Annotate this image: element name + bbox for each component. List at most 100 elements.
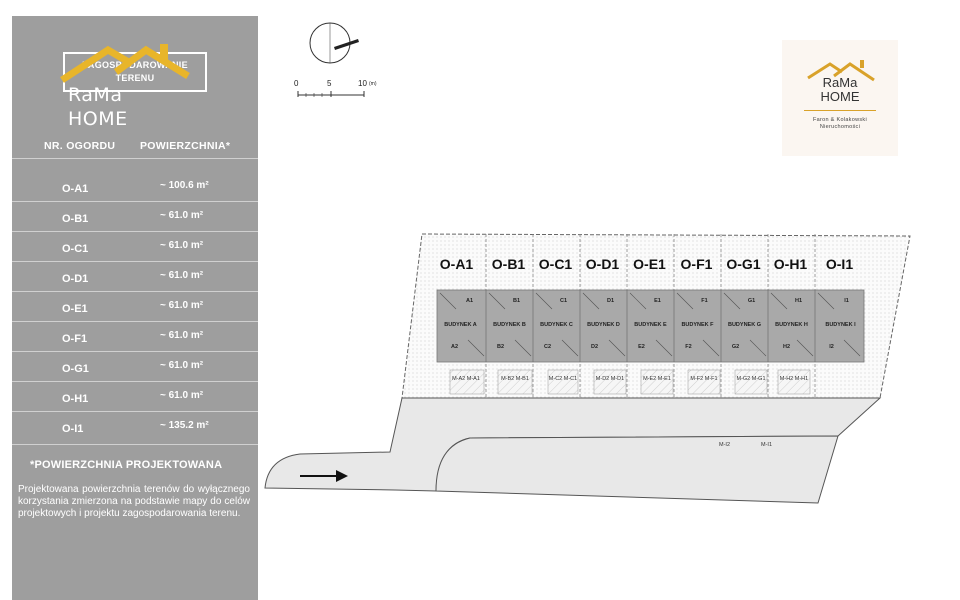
plot-label: O-F1 bbox=[680, 256, 713, 272]
plot-label: O-C1 bbox=[538, 256, 573, 272]
column-header-area: POWIERZCHNIA* bbox=[140, 140, 231, 152]
parking-label: M-E2 M-E1 bbox=[643, 376, 671, 382]
unit-label: G2 bbox=[731, 344, 740, 350]
garden-number: O-G1 bbox=[62, 363, 89, 375]
logo-title: RaMa HOME bbox=[782, 76, 898, 104]
garden-number: O-D1 bbox=[62, 273, 89, 285]
building-label: BUDYNEK E bbox=[634, 322, 667, 328]
note-title: *POWIERZCHNIA PROJEKTOWANA bbox=[30, 459, 223, 471]
building-label: BUDYNEK C bbox=[540, 322, 573, 328]
logo-word-rama: RaMa bbox=[68, 84, 123, 106]
unit-label: C1 bbox=[559, 298, 568, 304]
garden-number: O-B1 bbox=[62, 213, 89, 225]
unit-label: E1 bbox=[654, 298, 661, 304]
table-row: O-C1 ~ 61.0 m² bbox=[12, 232, 258, 262]
unit-label: H1 bbox=[794, 298, 803, 304]
unit-label: G1 bbox=[747, 298, 756, 304]
plot-label: O-G1 bbox=[726, 256, 761, 272]
unit-label: I2 bbox=[829, 344, 834, 350]
table-row: O-D1 ~ 61.0 m² bbox=[12, 262, 258, 292]
building-label: BUDYNEK F bbox=[681, 322, 714, 328]
parking-label: M-I2 bbox=[719, 442, 730, 448]
logo-subtitle: Faron & Kolakowski Nieruchomości bbox=[782, 117, 898, 131]
table-row: O-G1 ~ 61.0 m² bbox=[12, 352, 258, 382]
site-plan-title-box: ZAGOSPODAROWANIE TERENU bbox=[63, 52, 207, 92]
garden-number: O-A1 bbox=[62, 183, 89, 195]
logo-subtitle-names: Faron & Kolakowski bbox=[812, 117, 867, 123]
scale-unit: (m) bbox=[369, 81, 377, 87]
scale-tick-5: 5 bbox=[327, 79, 332, 88]
table-row: O-A1 ~ 100.6 m² bbox=[12, 172, 258, 202]
logo-subtitle-agency: Nieruchomości bbox=[819, 124, 861, 130]
logo-wordmark: RaMa HOME bbox=[68, 83, 128, 131]
north-arrow-icon bbox=[309, 22, 359, 64]
buildings-block bbox=[436, 289, 865, 363]
unit-label: A2 bbox=[450, 344, 459, 350]
table-row: O-H1 ~ 61.0 m² bbox=[12, 382, 258, 412]
plot-label: O-D1 bbox=[585, 256, 620, 272]
plot-label: O-B1 bbox=[491, 256, 526, 272]
table-row: O-E1 ~ 61.0 m² bbox=[12, 292, 258, 322]
parking-label: M-A2 M-A1 bbox=[452, 376, 480, 382]
unit-label: B1 bbox=[512, 298, 521, 304]
plot-label: O-E1 bbox=[633, 256, 666, 272]
garden-number: O-C1 bbox=[62, 243, 89, 255]
garden-area: ~ 61.0 m² bbox=[160, 240, 204, 251]
garden-number: O-F1 bbox=[62, 333, 88, 345]
scale-tick-0: 0 bbox=[294, 79, 299, 88]
site-plan-title: ZAGOSPODAROWANIE TERENU bbox=[82, 60, 188, 83]
building-label: BUDYNEK G bbox=[727, 322, 761, 328]
plot-label: O-H1 bbox=[773, 256, 808, 272]
garden-number: O-H1 bbox=[62, 393, 89, 405]
plot-label: O-I1 bbox=[825, 256, 854, 272]
table-row: O-F1 ~ 61.0 m² bbox=[12, 322, 258, 352]
unit-label: F2 bbox=[685, 344, 692, 350]
building-label: BUDYNEK B bbox=[493, 322, 526, 328]
logo-title-rama: RaMa bbox=[822, 75, 858, 90]
garden-number: O-E1 bbox=[62, 303, 88, 315]
scale-tick-10: 10 bbox=[358, 79, 367, 88]
sidebar-legend: ZAGOSPODAROWANIE TERENU RaMa HOME NR. OG… bbox=[12, 16, 258, 600]
unit-label: D1 bbox=[606, 298, 615, 304]
scale-bar-graphic bbox=[297, 91, 365, 97]
garden-area: ~ 100.6 m² bbox=[160, 180, 209, 191]
parking-label: M-D2 M-D1 bbox=[595, 376, 625, 382]
building-label: BUDYNEK H bbox=[775, 322, 808, 328]
plot-label: O-A1 bbox=[439, 256, 474, 272]
note-text: Projektowana powierzchnia terenów do wył… bbox=[18, 484, 250, 519]
unit-label: H2 bbox=[782, 344, 791, 350]
logo-word-home: HOME bbox=[68, 108, 128, 130]
column-header-nr: NR. OGORDU bbox=[44, 140, 116, 152]
building-label: BUDYNEK A bbox=[444, 322, 477, 328]
unit-label: C2 bbox=[543, 344, 552, 350]
unit-label: I1 bbox=[844, 298, 849, 304]
garden-area: ~ 61.0 m² bbox=[160, 300, 204, 311]
table-row: O-I1 ~ 135.2 m² bbox=[12, 412, 258, 442]
garden-number: O-I1 bbox=[62, 423, 84, 435]
unit-label: B2 bbox=[496, 344, 505, 350]
parking-label: M-B2 M-B1 bbox=[501, 376, 529, 382]
unit-label: F1 bbox=[701, 298, 708, 304]
table-row: O-B1 ~ 61.0 m² bbox=[12, 202, 258, 232]
unit-label: D2 bbox=[590, 344, 599, 350]
garden-area: ~ 61.0 m² bbox=[160, 210, 204, 221]
parking-label: M-H2 M-H1 bbox=[779, 376, 809, 382]
garden-area: ~ 61.0 m² bbox=[160, 270, 204, 281]
garden-area: ~ 61.0 m² bbox=[160, 360, 204, 371]
logo-title-home: HOME bbox=[820, 89, 860, 104]
company-logo: RaMa HOME Faron & Kolakowski Nieruchomoś… bbox=[782, 40, 898, 156]
roof-logo-icon bbox=[60, 44, 190, 83]
garden-area: ~ 61.0 m² bbox=[160, 330, 204, 341]
building-label: BUDYNEK I bbox=[825, 322, 856, 328]
road-branch bbox=[435, 435, 839, 504]
parking-label: M-I1 bbox=[761, 442, 772, 448]
parking-label: M-G2 M-G1 bbox=[736, 376, 766, 382]
parking-label: M-F2 M-F1 bbox=[690, 376, 718, 382]
unit-label: E2 bbox=[638, 344, 645, 350]
unit-label: A1 bbox=[465, 298, 474, 304]
parking-label: M-C2 M-C1 bbox=[548, 376, 578, 382]
garden-area: ~ 135.2 m² bbox=[160, 420, 209, 431]
roof-logo-icon bbox=[807, 60, 875, 82]
garden-area: ~ 61.0 m² bbox=[160, 390, 204, 401]
